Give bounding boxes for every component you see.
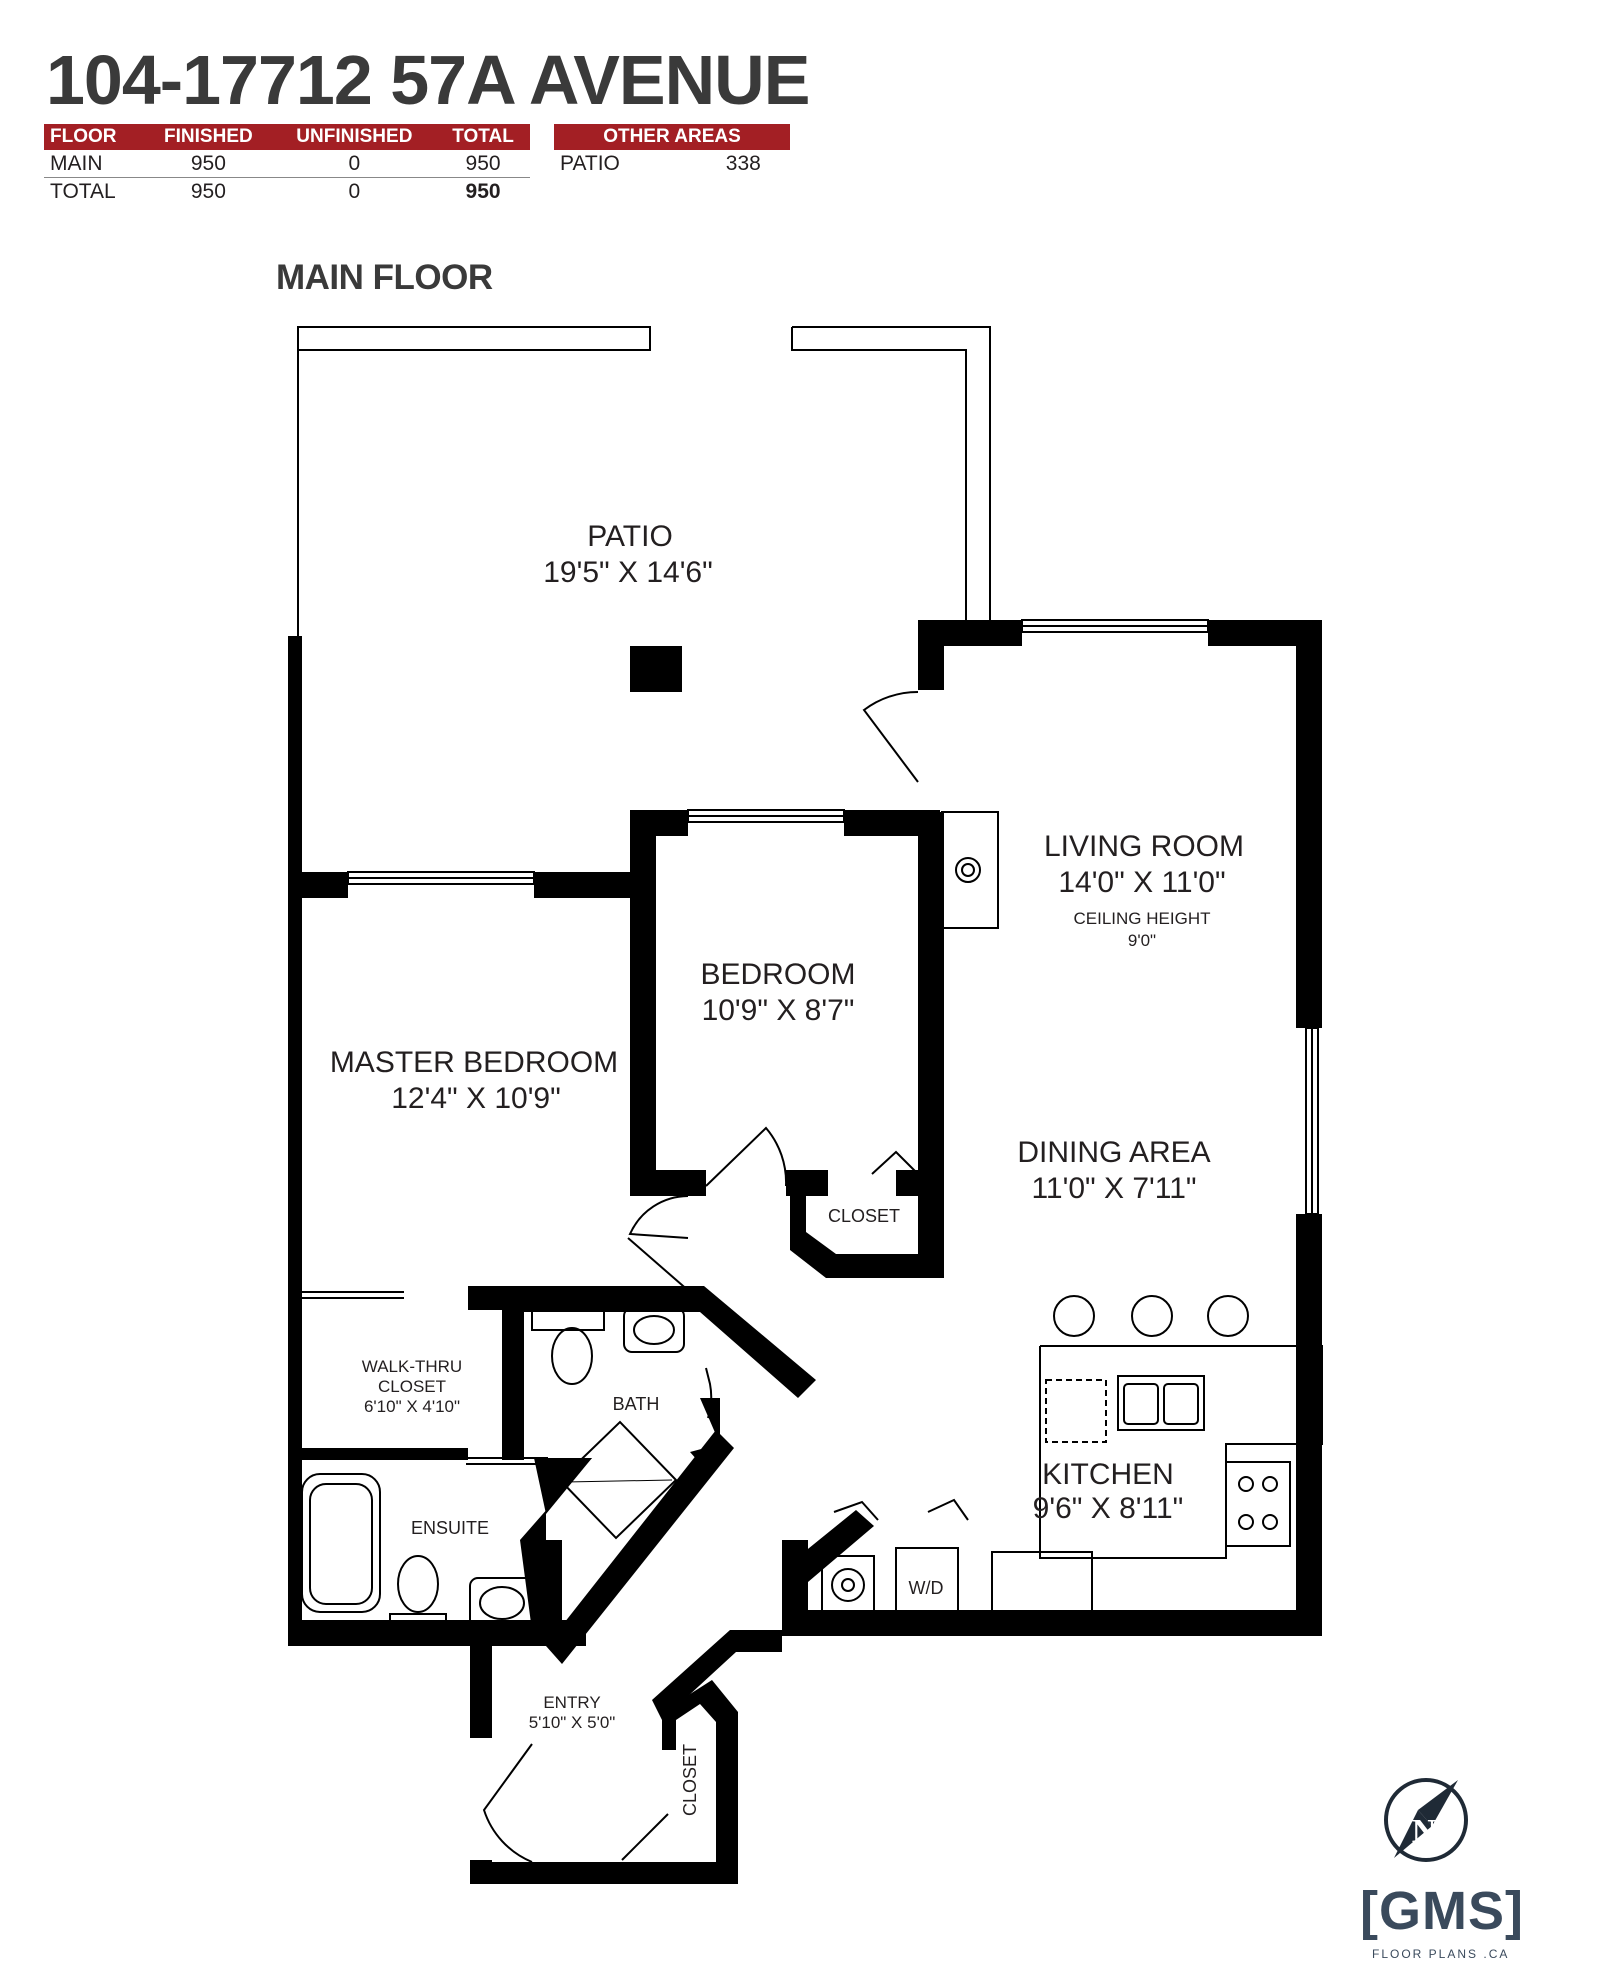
living-dims: 14'0" X 11'0" xyxy=(1058,866,1225,899)
table-row: TOTAL 950 0 950 xyxy=(44,178,530,206)
header-unfinished: UNFINISHED xyxy=(272,124,437,150)
walkthru-name2: CLOSET xyxy=(378,1377,446,1396)
cell-total: 950 xyxy=(465,179,501,203)
page-title: 104-17712 57A AVENUE xyxy=(46,41,810,119)
living-note2: 9'0" xyxy=(1128,931,1156,950)
living-name: LIVING ROOM xyxy=(1044,830,1244,863)
closet1-name: CLOSET xyxy=(828,1206,900,1226)
cell-finished: 950 xyxy=(144,150,273,178)
walkthru-name1: WALK-THRU xyxy=(362,1357,462,1376)
table-row: MAIN 950 0 950 xyxy=(44,150,530,178)
cell-unfinished: 0 xyxy=(348,179,361,203)
table-row: PATIO 338 xyxy=(554,150,790,177)
master-dims: 12'4" X 10'9" xyxy=(391,1082,561,1115)
room-labels: PATIO 19'5" X 14'6" LIVING ROOM 14'0" X … xyxy=(330,520,1244,1816)
header-total: TOTAL xyxy=(436,124,530,150)
closet2-name: CLOSET xyxy=(680,1744,700,1816)
header-other-areas: OTHER AREAS xyxy=(554,124,790,150)
living-note1: CEILING HEIGHT xyxy=(1074,909,1211,928)
cell-area-value: 338 xyxy=(725,151,761,175)
section-title: MAIN FLOOR xyxy=(276,258,493,297)
cell-unfinished: 0 xyxy=(272,150,437,178)
master-name: MASTER BEDROOM xyxy=(330,1046,618,1079)
cell-area-name: PATIO xyxy=(560,151,620,175)
entry-dims: 5'10" X 5'0" xyxy=(529,1713,616,1732)
bedroom-dims: 10'9" X 8'7" xyxy=(702,994,855,1027)
compass-icon: N xyxy=(1384,1778,1468,1862)
walls xyxy=(288,620,1322,1884)
entry-name: ENTRY xyxy=(543,1693,600,1712)
kitchen-dims: 9'6" X 8'11" xyxy=(1033,1492,1184,1525)
ensuite-name: ENSUITE xyxy=(411,1518,489,1538)
wd-name: W/D xyxy=(909,1578,944,1598)
area-table: FLOOR FINISHED UNFINISHED TOTAL MAIN 950… xyxy=(44,124,530,205)
cell-finished: 950 xyxy=(190,179,226,203)
bath-name: BATH xyxy=(613,1394,660,1414)
patio-dims: 19'5" X 14'6" xyxy=(543,556,713,589)
patio-name: PATIO xyxy=(587,520,673,553)
dining-dims: 11'0" X 7'11" xyxy=(1031,1172,1196,1205)
header-floor: FLOOR xyxy=(44,124,145,150)
logo: [GMS] xyxy=(1360,1881,1524,1941)
header-finished: FINISHED xyxy=(144,124,273,150)
compass-letter: N xyxy=(1412,1813,1437,1850)
cell-floor: MAIN xyxy=(44,150,145,178)
bedroom-name: BEDROOM xyxy=(700,958,855,991)
cell-floor: TOTAL xyxy=(50,179,116,203)
walkthru-dims: 6'10" X 4'10" xyxy=(364,1397,460,1416)
other-areas-table: OTHER AREAS PATIO 338 xyxy=(554,124,790,177)
kitchen-name: KITCHEN xyxy=(1042,1458,1174,1491)
dining-name: DINING AREA xyxy=(1017,1136,1210,1169)
cell-total: 950 xyxy=(436,150,530,178)
logo-name: GMS xyxy=(1378,1881,1505,1941)
logo-subtext: FLOOR PLANS .CA xyxy=(1372,1947,1510,1961)
